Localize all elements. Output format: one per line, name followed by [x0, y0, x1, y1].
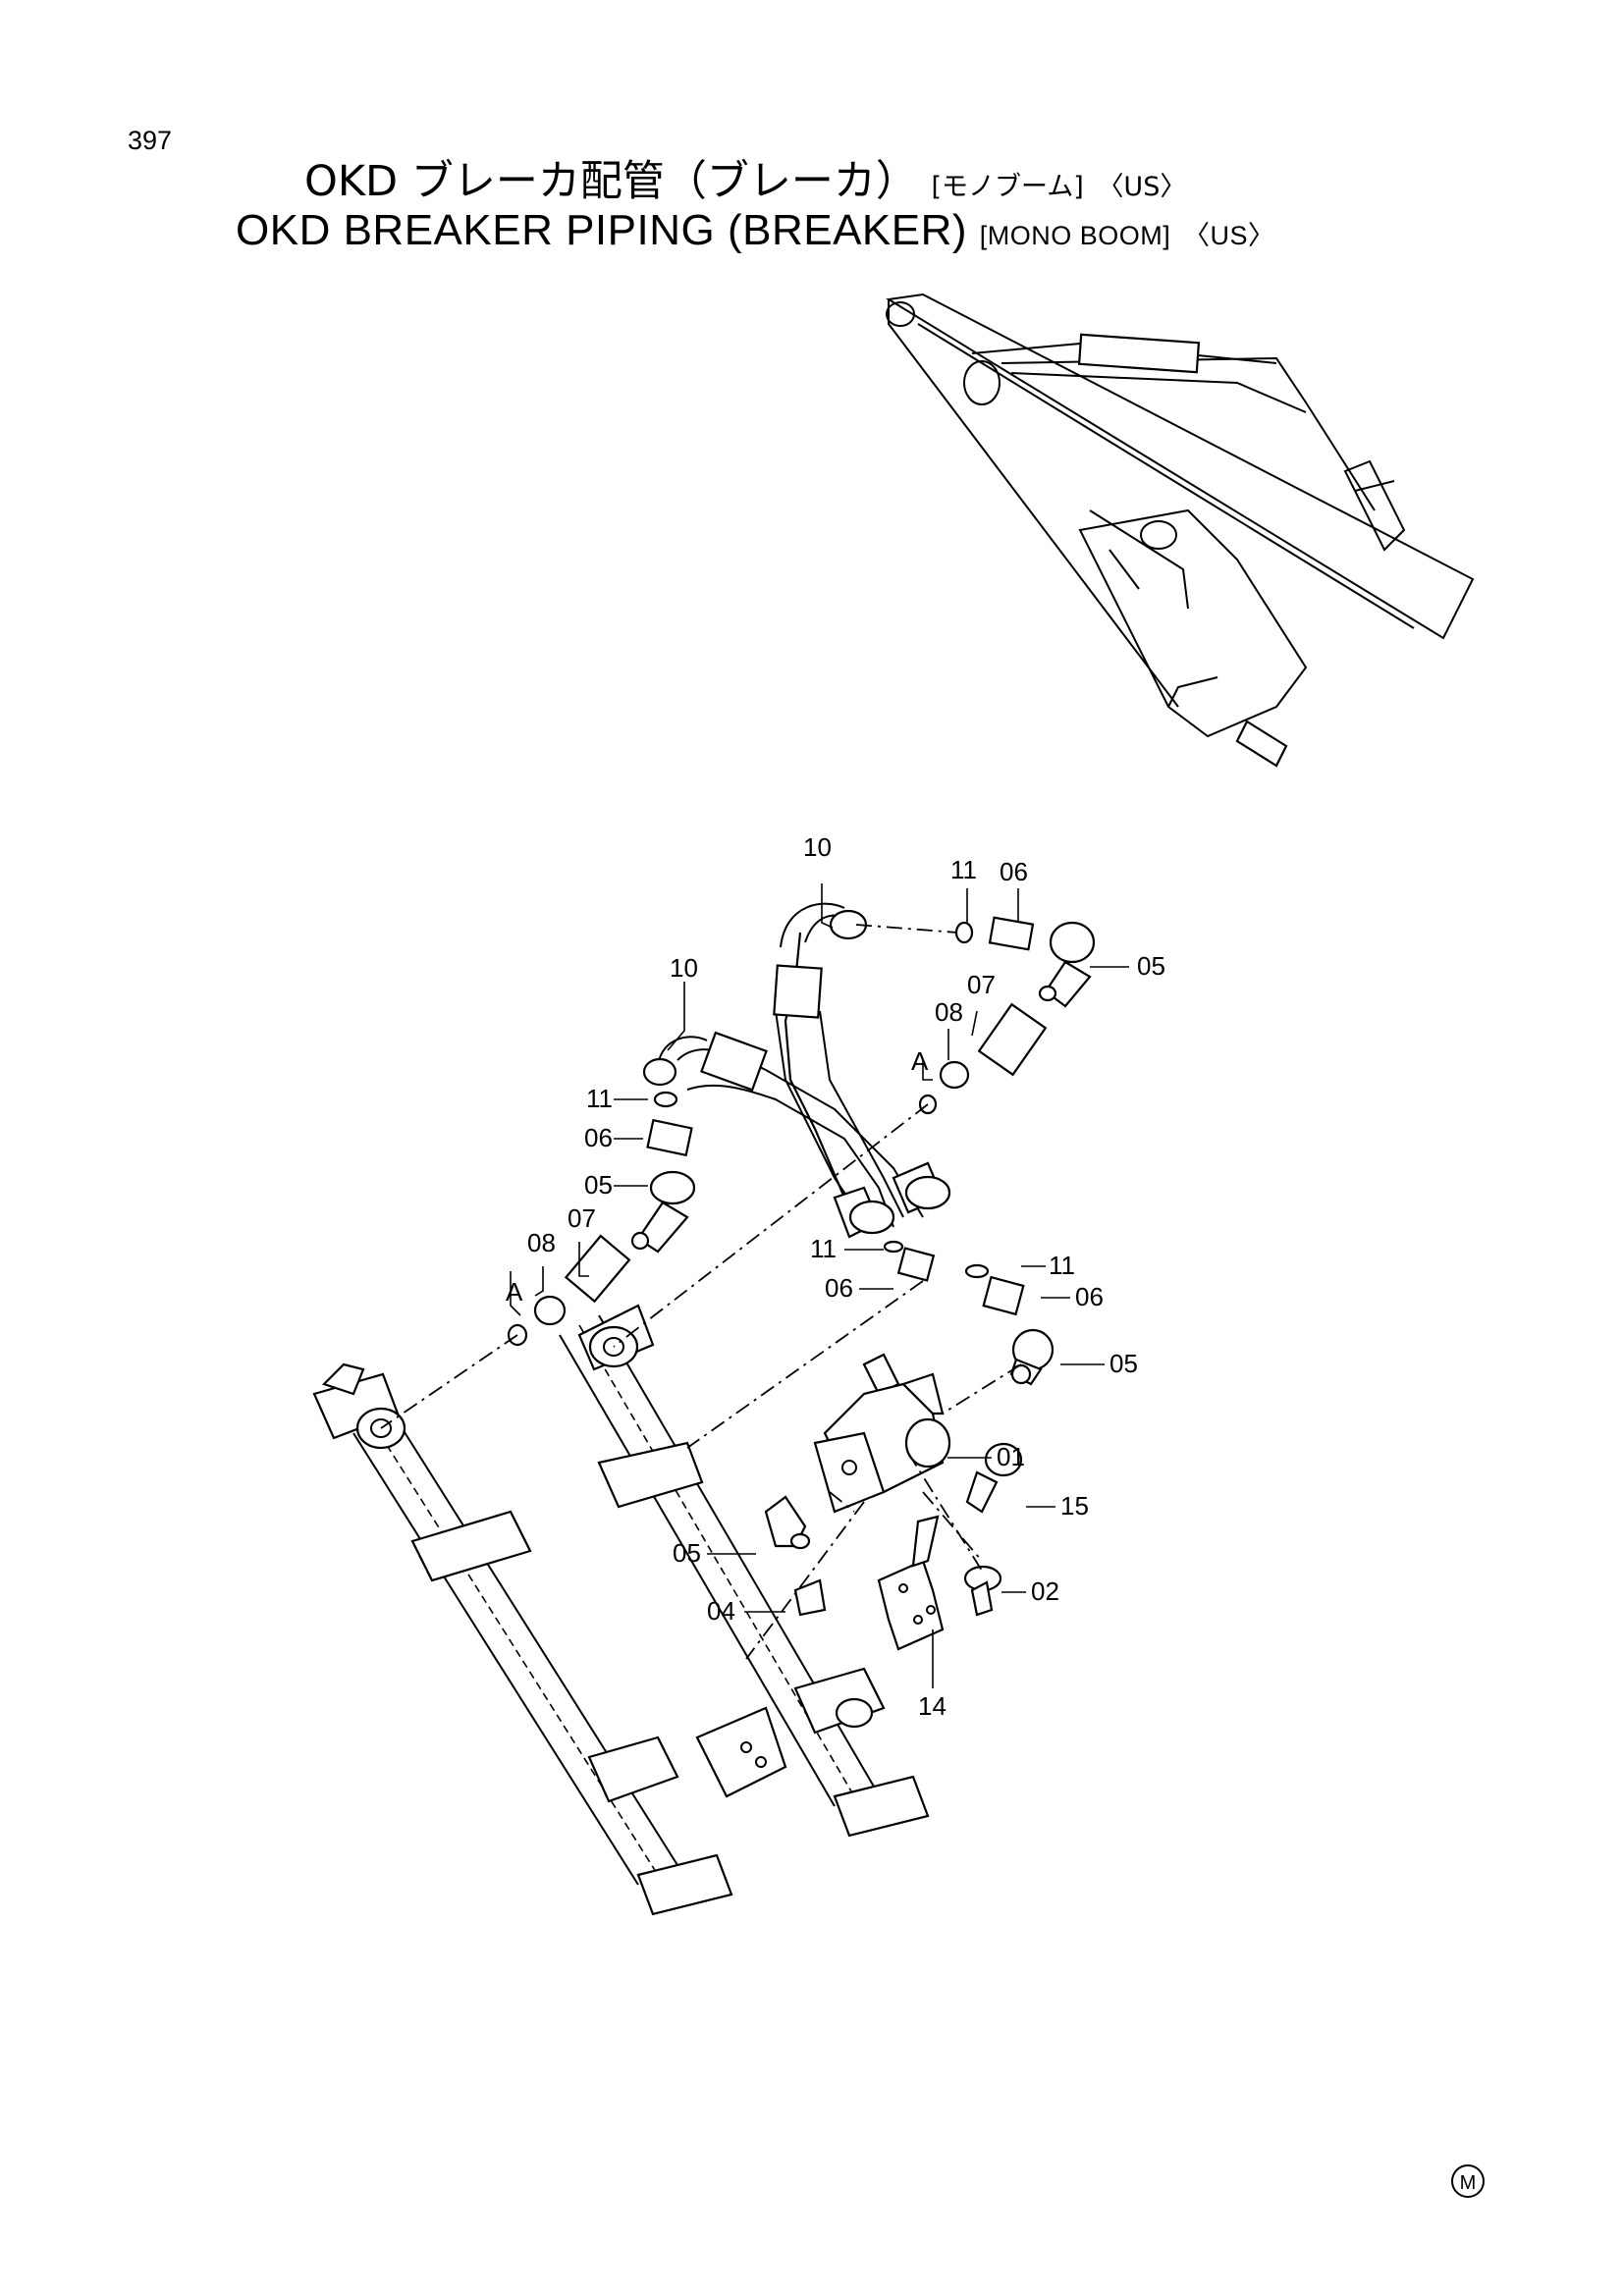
title-english: OKD BREAKER PIPING (BREAKER) [MONO BOOM]… [236, 206, 1275, 255]
leader-lines [510, 883, 1129, 1688]
hoses [642, 902, 951, 1239]
title-japanese: OKD ブレーカ配管（ブレーカ） [モノブーム] 〈US〉 [304, 147, 1186, 208]
callout-05-upper: 05 [1137, 951, 1165, 981]
callout-06-centre-left: 06 [825, 1273, 853, 1303]
callout-11-centre-right: 11 [1049, 1251, 1075, 1280]
callout-06-left: 06 [584, 1123, 613, 1152]
title-jp-main: OKD ブレーカ配管（ブレーカ） [304, 157, 918, 206]
callout-05-centre: 05 [1109, 1349, 1138, 1378]
fittings-centre [883, 1240, 1055, 1386]
callout-labels: 10 11 06 05 07 08 A 10 11 06 05 07 08 A … [506, 832, 1165, 1721]
callout-11-upper: 11 [950, 855, 977, 884]
callout-05-left: 05 [584, 1170, 613, 1200]
callout-10-upper: 10 [803, 832, 832, 862]
callout-10-left: 10 [670, 953, 698, 983]
callout-07-left: 07 [568, 1203, 596, 1233]
callout-06-centre-right: 06 [1075, 1282, 1104, 1311]
callout-11-centre-left: 11 [810, 1234, 837, 1263]
fittings-upper-left [507, 1091, 696, 1347]
callout-a-right: A [911, 1046, 929, 1076]
title-jp-variant: [モノブーム] [931, 172, 1084, 202]
callout-a-left: A [506, 1277, 523, 1307]
page-number: 397 [128, 126, 173, 155]
callout-08-right: 08 [935, 997, 963, 1027]
callout-04: 04 [707, 1596, 735, 1626]
callout-06-upper: 06 [1000, 857, 1028, 886]
fittings-upper-right [918, 916, 1096, 1115]
callout-14: 14 [918, 1691, 947, 1721]
callout-11-left: 11 [586, 1084, 613, 1113]
callout-08-left: 08 [527, 1228, 556, 1257]
callout-05-lower: 05 [673, 1538, 701, 1568]
callout-02: 02 [1031, 1576, 1059, 1606]
callout-07-right: 07 [967, 970, 996, 999]
title-jp-region: 〈US〉 [1097, 172, 1187, 202]
connection-lines [380, 924, 1022, 1660]
m-stamp: M [1451, 2164, 1485, 2198]
callout-15: 15 [1060, 1491, 1089, 1521]
title-en-main: OKD BREAKER PIPING (BREAKER) [236, 206, 968, 254]
title-en-variant: [MONO BOOM] [979, 221, 1171, 250]
valve-block-assembly [764, 1353, 1023, 1651]
boom-pipes [312, 1304, 930, 1916]
title-en-region: 〈US〉 [1183, 221, 1275, 250]
arm-overview-illustration [886, 293, 1475, 768]
callout-01: 01 [997, 1442, 1025, 1471]
